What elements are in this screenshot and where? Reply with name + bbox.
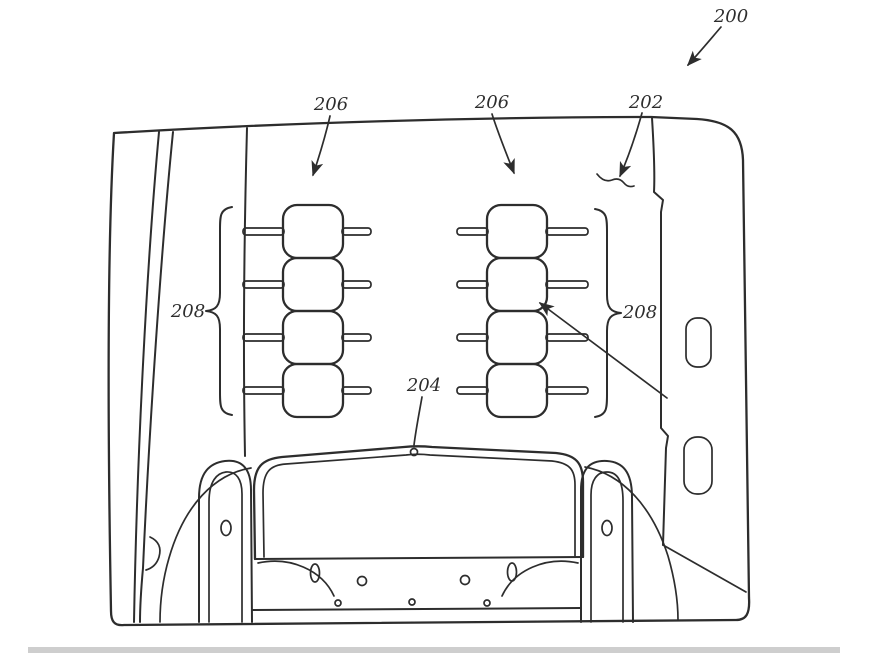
- wheel-bump-arc-right: [501, 560, 579, 597]
- mounting-rod: [341, 227, 372, 236]
- rail-outer: [198, 459, 253, 623]
- inner-vertical-seam: [242, 127, 248, 457]
- reference-labels: 200 202 206 206 204 208 208: [170, 6, 748, 396]
- left-hook-curve: [145, 536, 161, 571]
- left-contour-line: [133, 131, 160, 623]
- ref-label-208-right: 208: [622, 302, 657, 323]
- bracket-cell: [485, 256, 549, 313]
- floor-hole: [459, 574, 471, 586]
- bracket-cell: [485, 362, 549, 419]
- leader-arrow-206-left: [311, 115, 331, 177]
- panel-inner: [262, 453, 576, 558]
- brace-right: [594, 208, 622, 418]
- strip-bottom-line: [251, 607, 582, 611]
- mounting-rod: [341, 386, 372, 395]
- bulkhead-panel: [252, 445, 585, 561]
- floor-hole-small: [334, 599, 342, 607]
- wheel-bump-arc-left: [257, 560, 335, 597]
- figure-outline: [107, 115, 751, 627]
- bracket-cell: [485, 309, 549, 366]
- rail-hole: [220, 519, 232, 537]
- side-slot-lower: [683, 436, 713, 495]
- floor-hole-small: [483, 599, 491, 607]
- panel-outer: [252, 445, 585, 561]
- ref-label-202: 202: [628, 92, 663, 113]
- bracket-cell: [281, 309, 345, 366]
- ref-label-206-right: 206: [474, 92, 509, 113]
- leader-arrow-208-diagonal: [538, 302, 668, 399]
- panel-squiggle: [596, 173, 635, 188]
- floor-hole-slot: [506, 562, 518, 582]
- mounting-rod: [341, 333, 372, 342]
- right-band-inner-line: [651, 117, 669, 546]
- mounting-rod: [242, 386, 285, 395]
- rail-inner: [208, 471, 243, 623]
- mounting-rod: [456, 280, 489, 289]
- rail-hole: [601, 519, 613, 537]
- right-rail: [580, 459, 679, 623]
- bracket-cell: [281, 256, 345, 313]
- right-side-band: [596, 117, 747, 593]
- right-band-diagonal: [662, 544, 747, 593]
- mounting-rod: [545, 280, 589, 289]
- group-braces: [205, 206, 622, 418]
- left-contour-line: [139, 131, 174, 623]
- floor-hole-slot: [309, 563, 321, 583]
- bracket-cell: [281, 362, 345, 419]
- ref-label-206-left: 206: [313, 94, 348, 115]
- bracket-grid-left: [242, 203, 372, 419]
- bracket-grid-right: [456, 203, 589, 419]
- scan-artifact-bar: [28, 647, 840, 653]
- bracket-cell: [281, 203, 345, 260]
- rail-inner: [590, 471, 624, 623]
- ref-label-208-left: 208: [170, 301, 205, 322]
- panel-bottom-edge: [254, 556, 584, 560]
- ref-label-204: 204: [406, 375, 441, 396]
- leader-arrow-200: [686, 26, 722, 67]
- leader-arrow-202: [619, 112, 643, 178]
- mounting-rod: [456, 386, 489, 395]
- leader-arrow-206-right: [491, 113, 515, 175]
- left-side-contours: [133, 127, 248, 623]
- mounting-rod: [545, 386, 589, 395]
- mounting-rod: [242, 227, 285, 236]
- leader-line-204: [413, 396, 423, 446]
- mounting-rod: [545, 333, 589, 342]
- mounting-rod: [456, 333, 489, 342]
- floor-strip: [251, 560, 582, 611]
- leader-dot-204: [409, 447, 419, 457]
- rail-outer: [580, 459, 634, 623]
- ref-label-200: 200: [713, 6, 748, 27]
- side-slot-upper: [685, 317, 712, 368]
- mounting-rod: [456, 227, 489, 236]
- brace-left: [205, 206, 233, 416]
- mounting-rod: [341, 280, 372, 289]
- bracket-cell: [485, 203, 549, 260]
- mounting-rod: [242, 333, 285, 342]
- left-rail: [159, 459, 253, 623]
- mounting-rod: [545, 227, 589, 236]
- leader-lines: [311, 26, 722, 446]
- floor-hole: [356, 575, 368, 587]
- mounting-rod: [242, 280, 285, 289]
- fender-curve-right: [584, 466, 679, 621]
- floor-hole-small: [408, 598, 416, 606]
- fender-curve-left: [159, 467, 252, 623]
